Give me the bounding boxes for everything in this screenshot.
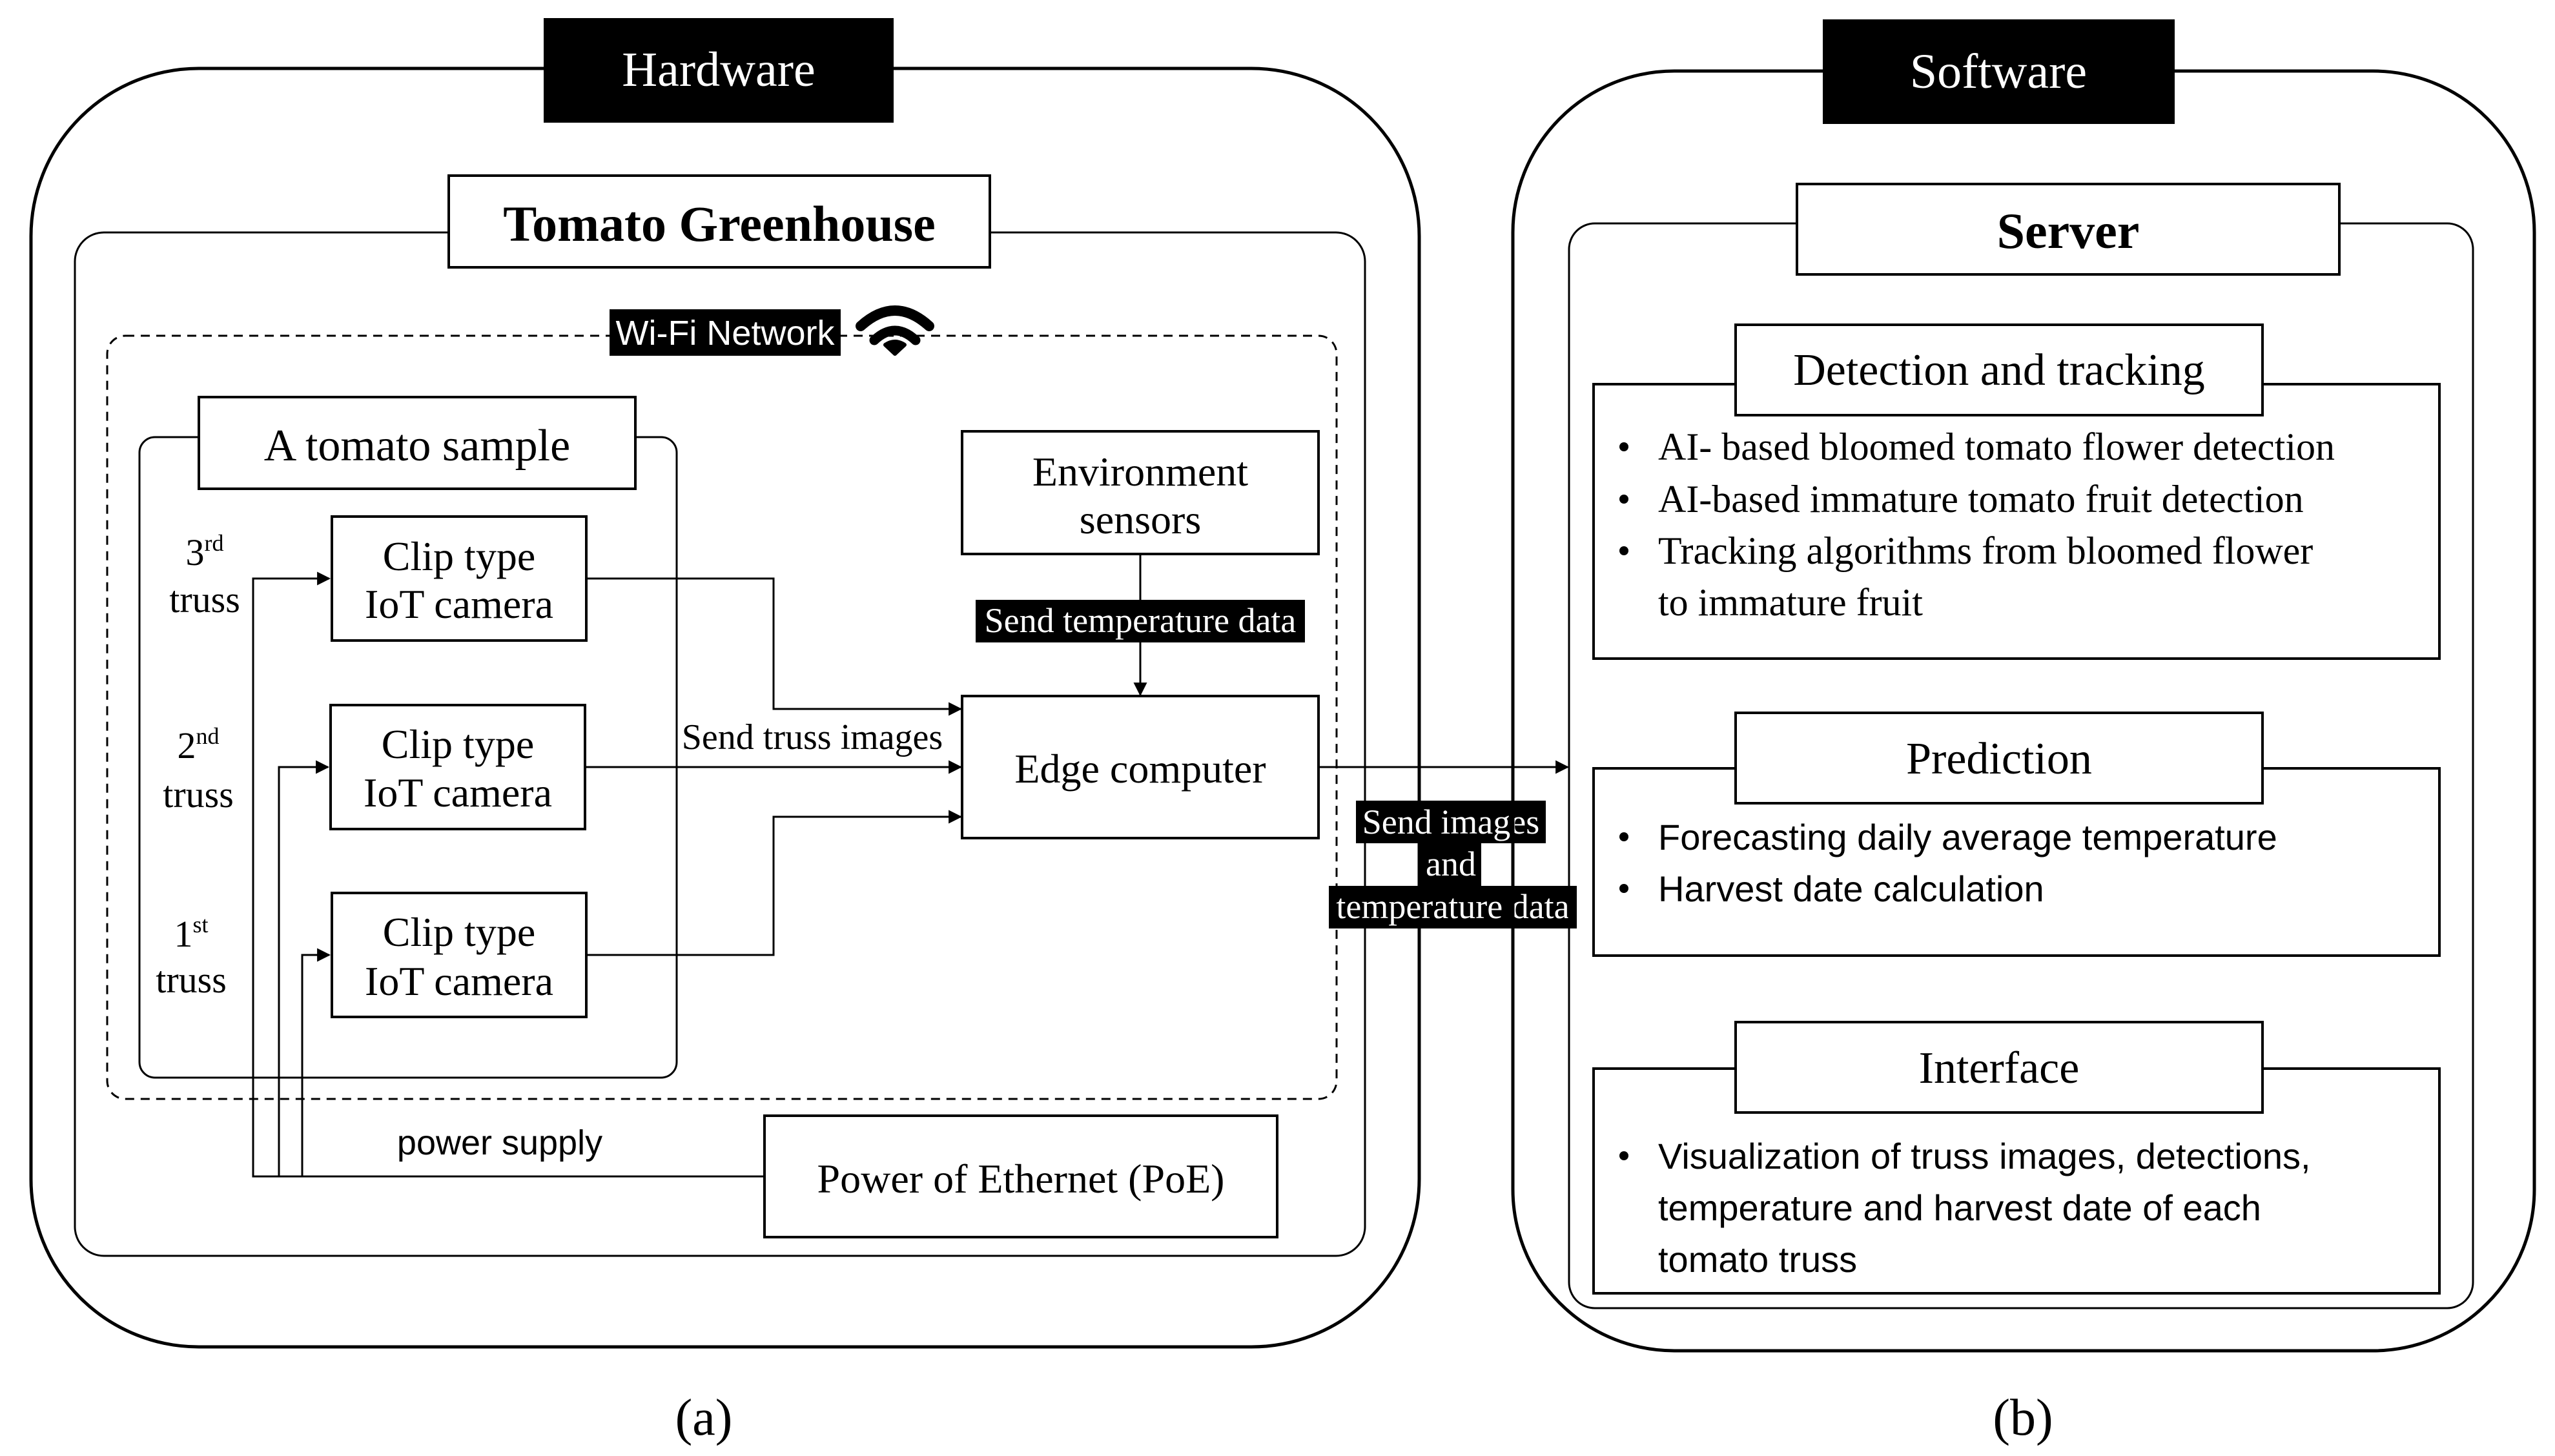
camera-2-line1: Clip type xyxy=(382,721,534,767)
send-temperature-label-box xyxy=(976,600,1305,642)
power-supply-label: power supply xyxy=(397,1123,602,1162)
truss-word-1: truss xyxy=(156,959,227,1001)
poe-box: Power of Ethernet (PoE) xyxy=(763,1114,1278,1238)
environment-sensors: Environment sensors xyxy=(961,430,1320,555)
hardware-panel: Hardware Tomato Greenhouse Wi-Fi Network… xyxy=(29,18,1421,1446)
camera-3rd-truss: Clip type IoT camera xyxy=(331,515,588,642)
edge-computer-label: Edge computer xyxy=(1014,746,1266,792)
power-line-to-camera3 xyxy=(252,571,764,1178)
send-images-line3: temperature data xyxy=(1336,887,1569,926)
prediction-title-box xyxy=(1734,712,2264,805)
camera-3-line1: Clip type xyxy=(383,533,535,579)
send-images-line1: Send images xyxy=(1362,803,1539,841)
prediction-bullet-1: Forecasting daily average temperature xyxy=(1658,817,2277,857)
detection-bullet-3-cont: to immature fruit xyxy=(1658,581,1923,624)
send-temperature-label: Send temperature data xyxy=(985,601,1297,640)
env-line2: sensors xyxy=(1080,497,1201,542)
bullet xyxy=(1619,832,1628,841)
server-title-box xyxy=(1796,183,2341,276)
detection-title: Detection and tracking xyxy=(1793,345,2205,395)
truss-label-3: 3rd xyxy=(186,530,224,573)
detection-tracking-panel: Detection and tracking AI- based bloomed… xyxy=(1592,323,2441,660)
truss-label-2: 2nd xyxy=(178,723,220,766)
send-truss-images-label: Send truss images xyxy=(682,717,943,757)
env-line1: Environment xyxy=(1032,449,1248,495)
greenhouse-title: Tomato Greenhouse xyxy=(503,196,936,252)
software-panel: Software Server Detection and tracking A… xyxy=(1511,19,2536,1446)
arrow-camera1-to-edge xyxy=(586,810,963,956)
bullet xyxy=(1619,442,1628,451)
software-header: Software xyxy=(1910,45,2087,99)
detection-title-box xyxy=(1734,323,2264,416)
interface-panel: Interface Visualization of truss images,… xyxy=(1592,1021,2441,1295)
caption-a: (a) xyxy=(675,1389,733,1446)
detection-bullet-1: AI- based bloomed tomato flower detectio… xyxy=(1658,426,2335,468)
bullet xyxy=(1619,546,1628,555)
arrow-camera3-to-edge xyxy=(586,577,963,716)
interface-title-box xyxy=(1734,1021,2264,1114)
send-images-label-box-2 xyxy=(1421,843,1481,886)
tomato-sample-title-box xyxy=(198,396,637,490)
camera-1-line2: IoT camera xyxy=(365,958,553,1004)
camera-2-line2: IoT camera xyxy=(364,770,552,815)
prediction-title: Prediction xyxy=(1906,734,2092,784)
software-header-box xyxy=(1823,19,2175,124)
power-line-to-camera2 xyxy=(278,760,330,1176)
wifi-label: Wi-Fi Network xyxy=(616,314,836,353)
truss-label-1: 1st xyxy=(174,912,208,955)
greenhouse-title-box xyxy=(447,174,991,269)
camera-2nd-truss: Clip type IoT camera xyxy=(329,704,586,830)
camera-1-line1: Clip type xyxy=(383,909,535,955)
prediction-panel: Prediction Forecasting daily average tem… xyxy=(1592,712,2441,957)
caption-b: (b) xyxy=(1993,1389,2053,1446)
bullet xyxy=(1619,1151,1628,1160)
truss-word-3: truss xyxy=(169,579,240,620)
prediction-bullet-2: Harvest date calculation xyxy=(1658,868,2044,909)
wifi-icon xyxy=(856,305,934,356)
detection-bullet-2: AI-based immature tomato fruit detection xyxy=(1658,478,2304,520)
hardware-header: Hardware xyxy=(622,43,816,97)
edge-computer: Edge computer xyxy=(961,695,1320,839)
server-title: Server xyxy=(1997,203,2140,259)
interface-bullet-1: Visualization of truss images, detection… xyxy=(1658,1136,2311,1176)
detection-bullet-3: Tracking algorithms from bloomed flower xyxy=(1658,529,2313,572)
interface-bullet-1-cont: temperature and harvest date of each xyxy=(1658,1187,2261,1228)
tomato-sample-title: A tomato sample xyxy=(264,421,570,471)
truss-word-2: truss xyxy=(163,774,234,815)
bullet xyxy=(1619,884,1628,893)
interface-title: Interface xyxy=(1919,1043,2080,1093)
camera-1st-truss: Clip type IoT camera xyxy=(331,892,588,1018)
wifi-label-box xyxy=(610,309,841,356)
poe-label: Power of Ethernet (PoE) xyxy=(817,1156,1225,1202)
camera-3-line2: IoT camera xyxy=(365,581,553,627)
send-images-label-box-3 xyxy=(1329,886,1577,928)
bullet xyxy=(1619,495,1628,504)
hardware-header-box xyxy=(544,18,894,123)
interface-bullet-1-cont2: tomato truss xyxy=(1658,1239,1857,1280)
power-line-to-camera1 xyxy=(301,948,331,1176)
send-images-line2: and xyxy=(1426,845,1476,883)
